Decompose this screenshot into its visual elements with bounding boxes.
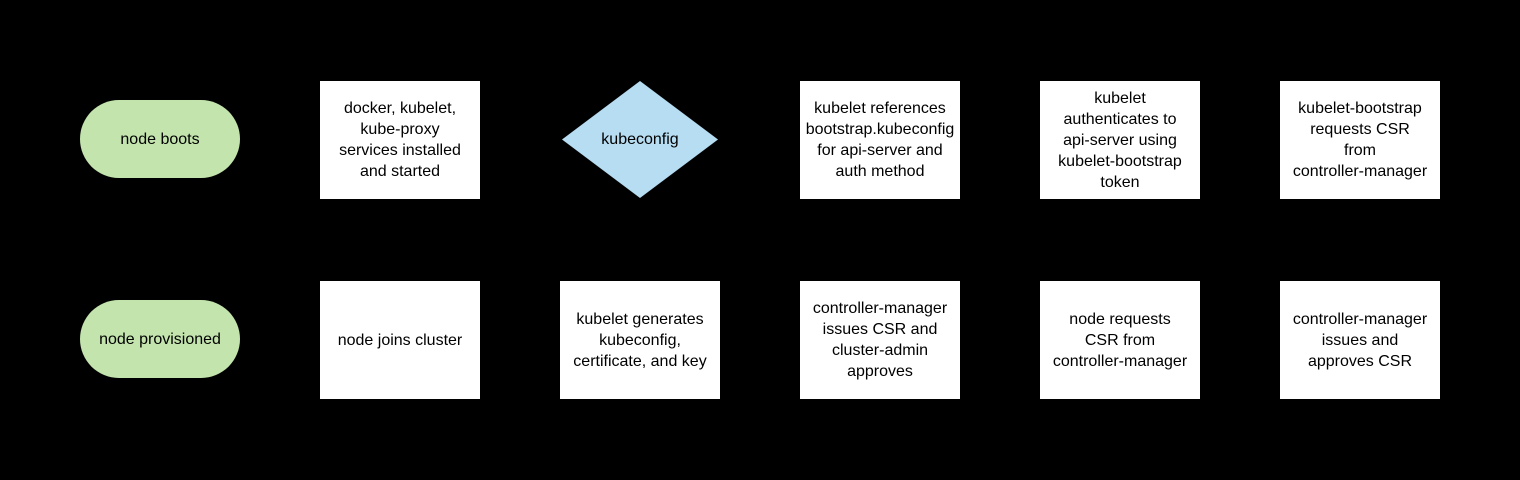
- flow-node-node-joins-cluster: node joins cluster: [320, 281, 480, 399]
- node-label: kubelet references bootstrap.kubeconfig …: [805, 100, 955, 180]
- flow-node-node-boots: node boots: [80, 100, 240, 178]
- node-label: node requests CSR from controller-manage…: [1052, 310, 1188, 370]
- node-label: node provisioned: [99, 330, 221, 348]
- node-label: controller-manager issues CSR and cluste…: [812, 300, 948, 380]
- flow-node-kubelet-generates-kubeconfig: kubelet generates kubeconfig, certificat…: [560, 281, 720, 399]
- flow-node-node-provisioned: node provisioned: [80, 300, 240, 378]
- flow-node-kubelet-bootstrap-requests-csr: kubelet-bootstrap requests CSR from cont…: [1280, 81, 1440, 199]
- node-label: docker, kubelet, kube-proxy services ins…: [339, 100, 461, 180]
- node-label: controller-manager issues and approves C…: [1292, 310, 1428, 370]
- flow-node-services-installed: docker, kubelet, kube-proxy services ins…: [320, 81, 480, 199]
- node-label: kubelet generates kubeconfig, certificat…: [573, 310, 707, 370]
- flow-node-node-requests-csr: node requests CSR from controller-manage…: [1040, 281, 1200, 399]
- node-label: node boots: [120, 130, 200, 148]
- node-label: node joins cluster: [337, 331, 463, 349]
- node-label: kubelet-bootstrap requests CSR from cont…: [1292, 100, 1428, 180]
- flow-node-kubeconfig-decision: kubeconfig: [562, 81, 718, 198]
- flow-node-cm-issues-approves-csr: controller-manager issues and approves C…: [1280, 281, 1440, 399]
- node-label: kubeconfig: [601, 131, 679, 148]
- node-label: kubelet authenticates to api-server usin…: [1058, 89, 1182, 191]
- flow-node-kubelet-authenticates: kubelet authenticates to api-server usin…: [1040, 81, 1200, 199]
- flow-node-cm-issues-csr-admin-approves: controller-manager issues CSR and cluste…: [800, 281, 960, 399]
- flow-node-references-bootstrap-kubeconfig: kubelet references bootstrap.kubeconfig …: [800, 81, 960, 199]
